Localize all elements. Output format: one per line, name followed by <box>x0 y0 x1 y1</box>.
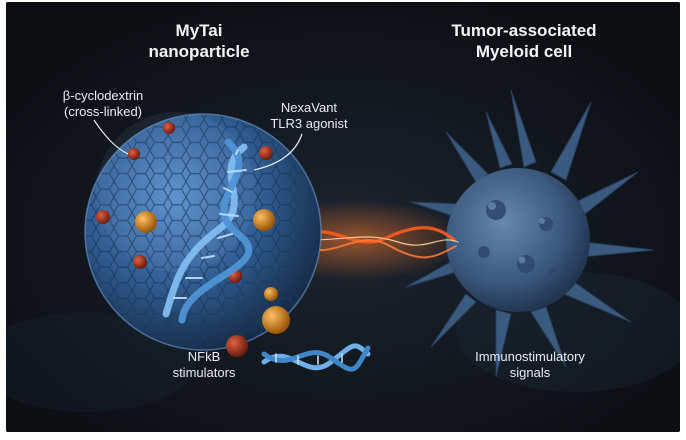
immunostimulatory-signals-label-line2: signals <box>509 365 551 380</box>
nfkb-stimulators-label-line1: NFkB <box>187 349 221 364</box>
illustration-frame: MyTai nanoparticle Tumor-associated Myel… <box>6 2 680 432</box>
nfkb-stimulators-label: NFkB stimulators <box>154 349 254 381</box>
scene-illustration <box>6 2 680 432</box>
cyclodextrin-label-line2: (cross-linked) <box>63 104 142 119</box>
nanoparticle-title: MyTai nanoparticle <box>124 20 274 62</box>
myeloid-cell-title: Tumor-associated Myeloid cell <box>424 20 624 62</box>
nanoparticle-title-line1: MyTai <box>175 21 223 40</box>
nanoparticle-title-line2: nanoparticle <box>148 42 250 61</box>
myeloid-cell <box>405 89 655 378</box>
dna-helix <box>162 138 252 324</box>
myeloid-cell-title-line2: Myeloid cell <box>475 42 573 61</box>
free-dna <box>261 343 371 372</box>
immunostimulatory-signals-label: Immunostimulatory signals <box>450 349 610 381</box>
myeloid-cell-title-line1: Tumor-associated <box>451 21 597 40</box>
cyclodextrin-label-line1: β-cyclodextrin <box>62 88 144 103</box>
tlr3-agonist-label-line1: NexaVant <box>280 100 338 115</box>
immunostimulatory-signals-label-line1: Immunostimulatory <box>475 349 585 364</box>
nfkb-stimulators-label-line2: stimulators <box>172 365 236 380</box>
cyclodextrin-label: β-cyclodextrin (cross-linked) <box>38 88 168 120</box>
energy-beam <box>304 226 459 259</box>
tlr3-agonist-label: NexaVant TLR3 agonist <box>254 100 364 132</box>
tlr3-agonist-label-line2: TLR3 agonist <box>270 116 348 131</box>
